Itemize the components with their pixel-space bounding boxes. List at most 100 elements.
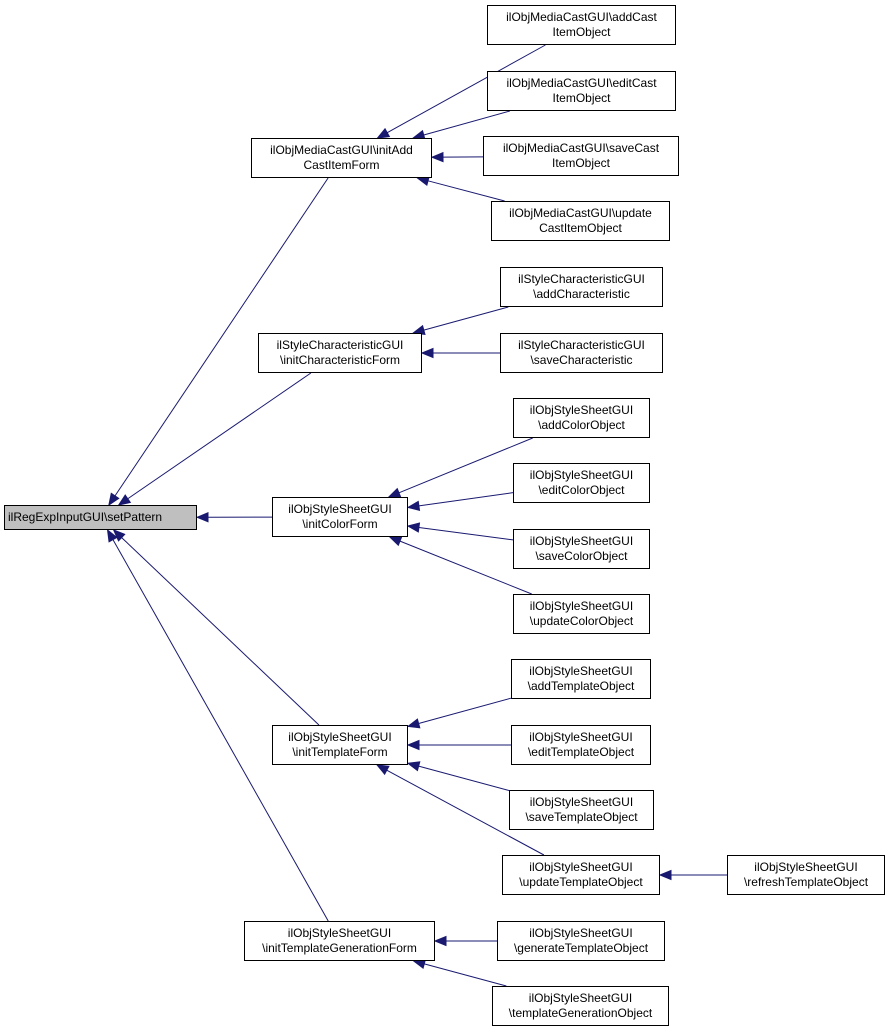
node-label: \initTemplateForm bbox=[292, 745, 388, 759]
arrowhead-tg_generate-to-tg_init bbox=[433, 935, 447, 947]
arrowhead-tf_add-to-tf_init bbox=[406, 718, 421, 729]
node-label: ilObjMediaCastGUI\saveCast bbox=[502, 141, 660, 155]
node-label: \saveCharacteristic bbox=[530, 353, 633, 367]
node-label: ilObjStyleSheetGUI bbox=[287, 926, 392, 940]
edge-tf_save-to-tf_init bbox=[418, 765, 510, 791]
node-tf-update[interactable]: ilObjStyleSheetGUI \updateTemplateObject bbox=[502, 855, 660, 895]
node-tg-init[interactable]: ilObjStyleSheetGUI \initTemplateGenerati… bbox=[244, 921, 435, 961]
edge-sc_add-to-sc_init bbox=[423, 306, 509, 331]
edge-tf_add-to-tf_init bbox=[418, 697, 512, 724]
arrowhead-tf_update-to-tf_init bbox=[375, 764, 390, 776]
node-label: ilObjStyleSheetGUI bbox=[529, 599, 634, 613]
arrowhead-tf_save-to-tf_init bbox=[406, 761, 421, 772]
node-mc-add[interactable]: ilObjMediaCastGUI\addCast ItemObject bbox=[487, 5, 676, 45]
node-label: \initTemplateGenerationForm bbox=[262, 941, 417, 955]
arrowhead-cf_edit-to-cf_init bbox=[406, 500, 421, 512]
node-label: ilObjStyleSheetGUI bbox=[529, 795, 634, 809]
node-tg-generation[interactable]: ilObjStyleSheetGUI \templateGenerationOb… bbox=[492, 986, 669, 1026]
arrowhead-cf_update-to-cf_init bbox=[388, 536, 403, 547]
node-label: \generateTemplateObject bbox=[513, 941, 649, 955]
edge-mc_update-to-mc_init bbox=[427, 180, 505, 202]
arrowhead-tf_init-to-root bbox=[112, 529, 126, 542]
node-tf-refresh[interactable]: ilObjStyleSheetGUI \refreshTemplateObjec… bbox=[727, 855, 885, 895]
node-mc-init[interactable]: ilObjMediaCastGUI\initAdd CastItemForm bbox=[251, 138, 432, 178]
node-label: ilStyleCharacteristicGUI bbox=[518, 272, 645, 286]
node-tf-edit[interactable]: ilObjStyleSheetGUI \editTemplateObject bbox=[511, 725, 651, 765]
edge-tf_update-to-tf_init bbox=[386, 769, 545, 856]
arrowhead-tg_init-to-root bbox=[106, 528, 118, 543]
node-label: CastItemForm bbox=[303, 158, 380, 172]
node-label: ilObjStyleSheetGUI bbox=[529, 860, 633, 874]
arrowhead-tf_edit-to-tf_init bbox=[406, 739, 420, 751]
node-label: ilObjStyleSheetGUI bbox=[528, 991, 633, 1005]
node-label: \editColorObject bbox=[538, 483, 625, 497]
node-label: \editTemplateObject bbox=[527, 745, 635, 759]
node-cf-add[interactable]: ilObjStyleSheetGUI \addColorObject bbox=[513, 398, 650, 438]
node-label: \initColorForm bbox=[302, 517, 378, 531]
node-mc-update[interactable]: ilObjMediaCastGUI\update CastItemObject bbox=[491, 201, 670, 241]
node-root[interactable]: ilRegExpInputGUI\setPattern bbox=[4, 505, 197, 530]
node-label: CastItemObject bbox=[539, 221, 622, 235]
arrowhead-mc_add-to-mc_init bbox=[376, 127, 391, 139]
node-label: ilObjStyleSheetGUI bbox=[288, 730, 392, 744]
node-tf-save[interactable]: ilObjStyleSheetGUI \saveTemplateObject bbox=[509, 790, 654, 830]
node-label: \saveTemplateObject bbox=[525, 810, 638, 824]
node-label: \updateTemplateObject bbox=[519, 875, 643, 889]
node-label: ilObjStyleSheetGUI bbox=[754, 860, 858, 874]
arrowhead-cf_save-to-cf_init bbox=[406, 522, 421, 533]
node-label: ItemObject bbox=[551, 156, 611, 170]
node-label: \addColorObject bbox=[538, 418, 625, 432]
node-label: \initCharacteristicForm bbox=[279, 353, 401, 367]
node-sc-save[interactable]: ilStyleCharacteristicGUI \saveCharacteri… bbox=[500, 333, 663, 373]
arrowhead-mc_save-to-mc_init bbox=[430, 151, 444, 163]
node-cf-update[interactable]: ilObjStyleSheetGUI \updateColorObject bbox=[513, 594, 650, 634]
node-label: ilObjMediaCastGUI\initAdd bbox=[270, 143, 413, 157]
node-tf-init[interactable]: ilObjStyleSheetGUI \initTemplateForm bbox=[272, 725, 408, 765]
edge-tg_generation-to-tg_init bbox=[424, 963, 507, 987]
node-label: \addTemplateObject bbox=[527, 679, 635, 693]
edge-cf_add-to-cf_init bbox=[398, 437, 533, 494]
node-label: ilObjStyleSheetGUI bbox=[529, 664, 633, 678]
node-tg-generate[interactable]: ilObjStyleSheetGUI \generateTemplateObje… bbox=[497, 921, 665, 961]
node-label: \saveColorObject bbox=[535, 549, 628, 563]
arrowhead-sc_save-to-sc_init bbox=[420, 347, 434, 359]
node-label: ItemObject bbox=[552, 91, 611, 105]
node-cf-edit[interactable]: ilObjStyleSheetGUI \editColorObject bbox=[513, 463, 650, 503]
node-label: ilStyleCharacteristicGUI bbox=[518, 338, 645, 352]
arrowhead-mc_init-to-root bbox=[108, 492, 120, 507]
node-cf-save[interactable]: ilObjStyleSheetGUI \saveColorObject bbox=[513, 529, 650, 569]
node-label: ilObjMediaCastGUI\addCast bbox=[506, 10, 657, 24]
node-label: \refreshTemplateObject bbox=[743, 875, 869, 889]
edge-cf_edit-to-cf_init bbox=[418, 492, 514, 507]
edge-tf_init-to-root bbox=[121, 537, 320, 726]
arrowhead-sc_init-to-root bbox=[117, 494, 132, 506]
node-mc-edit[interactable]: ilObjMediaCastGUI\editCast ItemObject bbox=[487, 71, 676, 111]
node-label: ilObjMediaCastGUI\update bbox=[509, 206, 652, 220]
edge-mc_init-to-root bbox=[114, 177, 329, 497]
node-label: ilObjStyleSheetGUI bbox=[529, 403, 634, 417]
node-label: ilObjStyleSheetGUI bbox=[288, 502, 392, 516]
arrowhead-cf_add-to-cf_init bbox=[387, 487, 402, 498]
edge-mc_edit-to-mc_init bbox=[423, 110, 510, 136]
edge-cf_update-to-cf_init bbox=[399, 540, 532, 595]
edge-mc_add-to-mc_init bbox=[386, 44, 546, 134]
node-label: ilObjStyleSheetGUI bbox=[529, 534, 634, 548]
edge-tg_init-to-root bbox=[112, 539, 329, 922]
edge-sc_init-to-root bbox=[127, 372, 312, 500]
node-sc-init[interactable]: ilStyleCharacteristicGUI \initCharacteri… bbox=[258, 333, 422, 373]
node-label: ilObjStyleSheetGUI bbox=[529, 730, 633, 744]
node-label: \updateColorObject bbox=[529, 614, 634, 628]
arrowhead-cf_init-to-root bbox=[195, 512, 209, 523]
node-label: ItemObject bbox=[552, 25, 611, 39]
node-label: ilObjMediaCastGUI\editCast bbox=[506, 76, 657, 90]
node-mc-save[interactable]: ilObjMediaCastGUI\saveCast ItemObject bbox=[483, 136, 679, 176]
node-label: \addCharacteristic bbox=[533, 287, 630, 301]
node-cf-init[interactable]: ilObjStyleSheetGUI \initColorForm bbox=[272, 497, 408, 537]
node-label: ilObjStyleSheetGUI bbox=[529, 926, 633, 940]
node-label: ilObjStyleSheetGUI bbox=[529, 468, 634, 482]
node-sc-add[interactable]: ilStyleCharacteristicGUI \addCharacteris… bbox=[500, 267, 663, 307]
node-label: \templateGenerationObject bbox=[508, 1006, 653, 1020]
node-tf-add[interactable]: ilObjStyleSheetGUI \addTemplateObject bbox=[511, 659, 651, 699]
edge-cf_save-to-cf_init bbox=[418, 526, 514, 541]
